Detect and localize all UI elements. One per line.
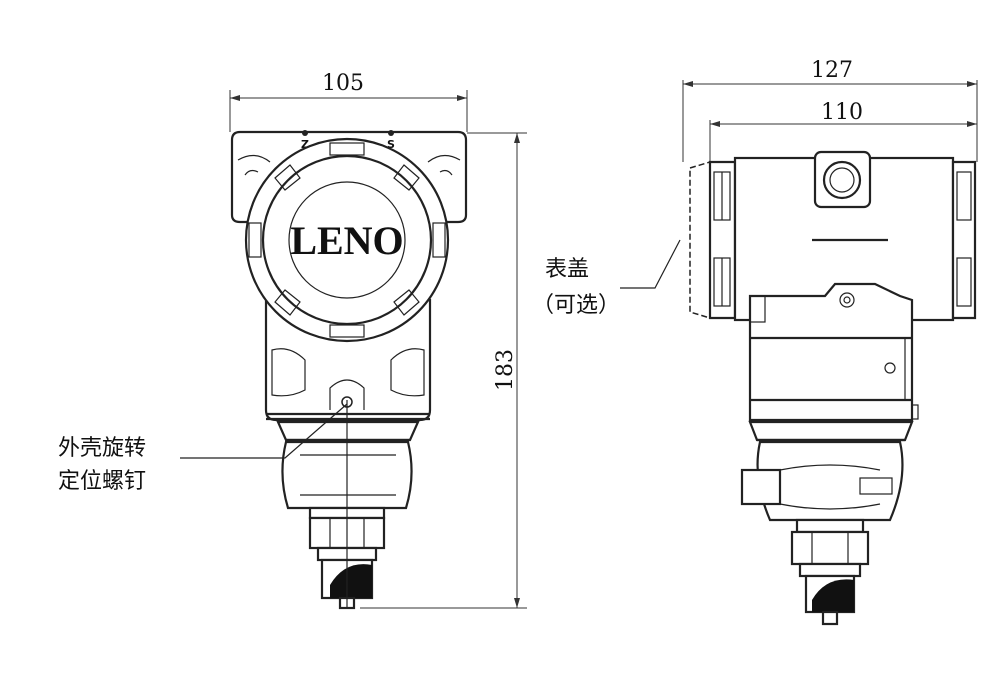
cover-callout: 表盖 （可选）: [532, 239, 681, 318]
side-body-width-dimension: 110: [709, 100, 978, 162]
left-ear: [271, 348, 306, 397]
side-thread-hatch: [812, 579, 854, 612]
marker-s: S: [387, 138, 395, 151]
front-width-dimension: 105: [229, 71, 468, 132]
lower-housing: [748, 282, 914, 422]
screw-callout-line2: 定位螺钉: [58, 469, 146, 494]
right-ear: [390, 348, 425, 397]
cover-callout-line1: 表盖: [545, 257, 589, 282]
front-cover: LENO: [244, 137, 450, 343]
optional-cover: [689, 160, 711, 320]
front-width-label: 105: [322, 71, 364, 96]
front-view: 105 183 Z S: [58, 71, 527, 610]
thread-hatch: [330, 564, 372, 598]
marker-s-dot: [388, 130, 394, 136]
brand-logo: LENO: [290, 218, 403, 263]
side-hex-top: [795, 518, 865, 534]
screw-callout-line1: 外壳旋转: [58, 436, 146, 461]
screw-boss: [329, 379, 365, 410]
side-lug: [740, 468, 782, 506]
side-neck: [748, 420, 914, 442]
cover-callout-line2: （可选）: [532, 293, 620, 318]
front-height-dimension: 183: [360, 132, 527, 609]
side-nut-collar: [798, 562, 862, 578]
side-body-width-label: 110: [821, 100, 863, 125]
marker-z: Z: [301, 138, 309, 151]
side-overall-width-label: 127: [811, 58, 853, 83]
neck-flange: [276, 420, 420, 442]
side-view: 127 110: [532, 58, 978, 626]
screw-callout: 外壳旋转 定位螺钉: [58, 403, 348, 494]
marker-z-dot: [302, 130, 308, 136]
side-barrel: [756, 440, 904, 522]
front-height-label: 183: [493, 349, 518, 391]
right-end-cap: [951, 160, 977, 320]
side-fitting-tip: [821, 610, 839, 626]
side-hex-nut: [790, 530, 870, 566]
